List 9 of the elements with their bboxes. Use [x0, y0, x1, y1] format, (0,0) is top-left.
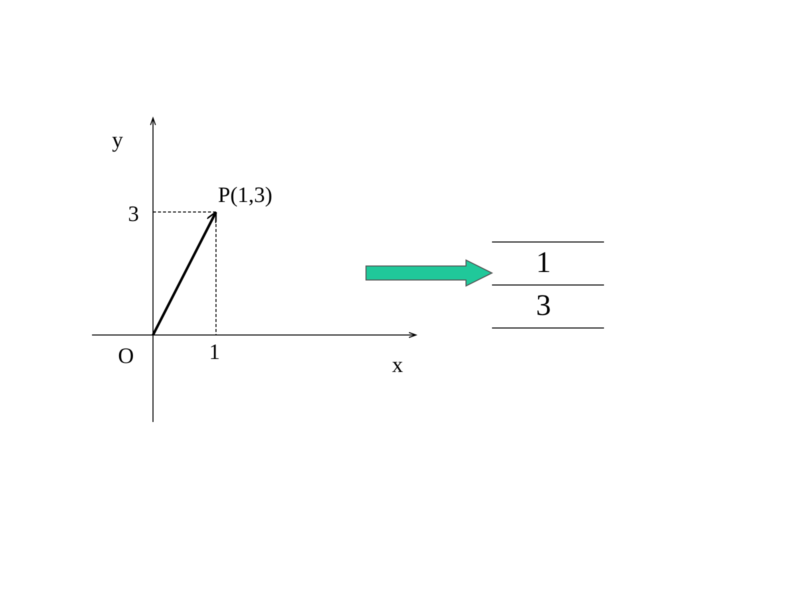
vector-component: 1 [536, 246, 551, 280]
origin-label: O [118, 343, 134, 369]
axis-label: x [392, 352, 403, 378]
tick-label: 3 [128, 201, 139, 227]
block-arrow [366, 259, 494, 287]
vector-component: 3 [536, 289, 551, 323]
point-label: P(1,3) [218, 182, 272, 208]
tick-label: 1 [209, 339, 220, 365]
axis-label: y [112, 127, 123, 153]
